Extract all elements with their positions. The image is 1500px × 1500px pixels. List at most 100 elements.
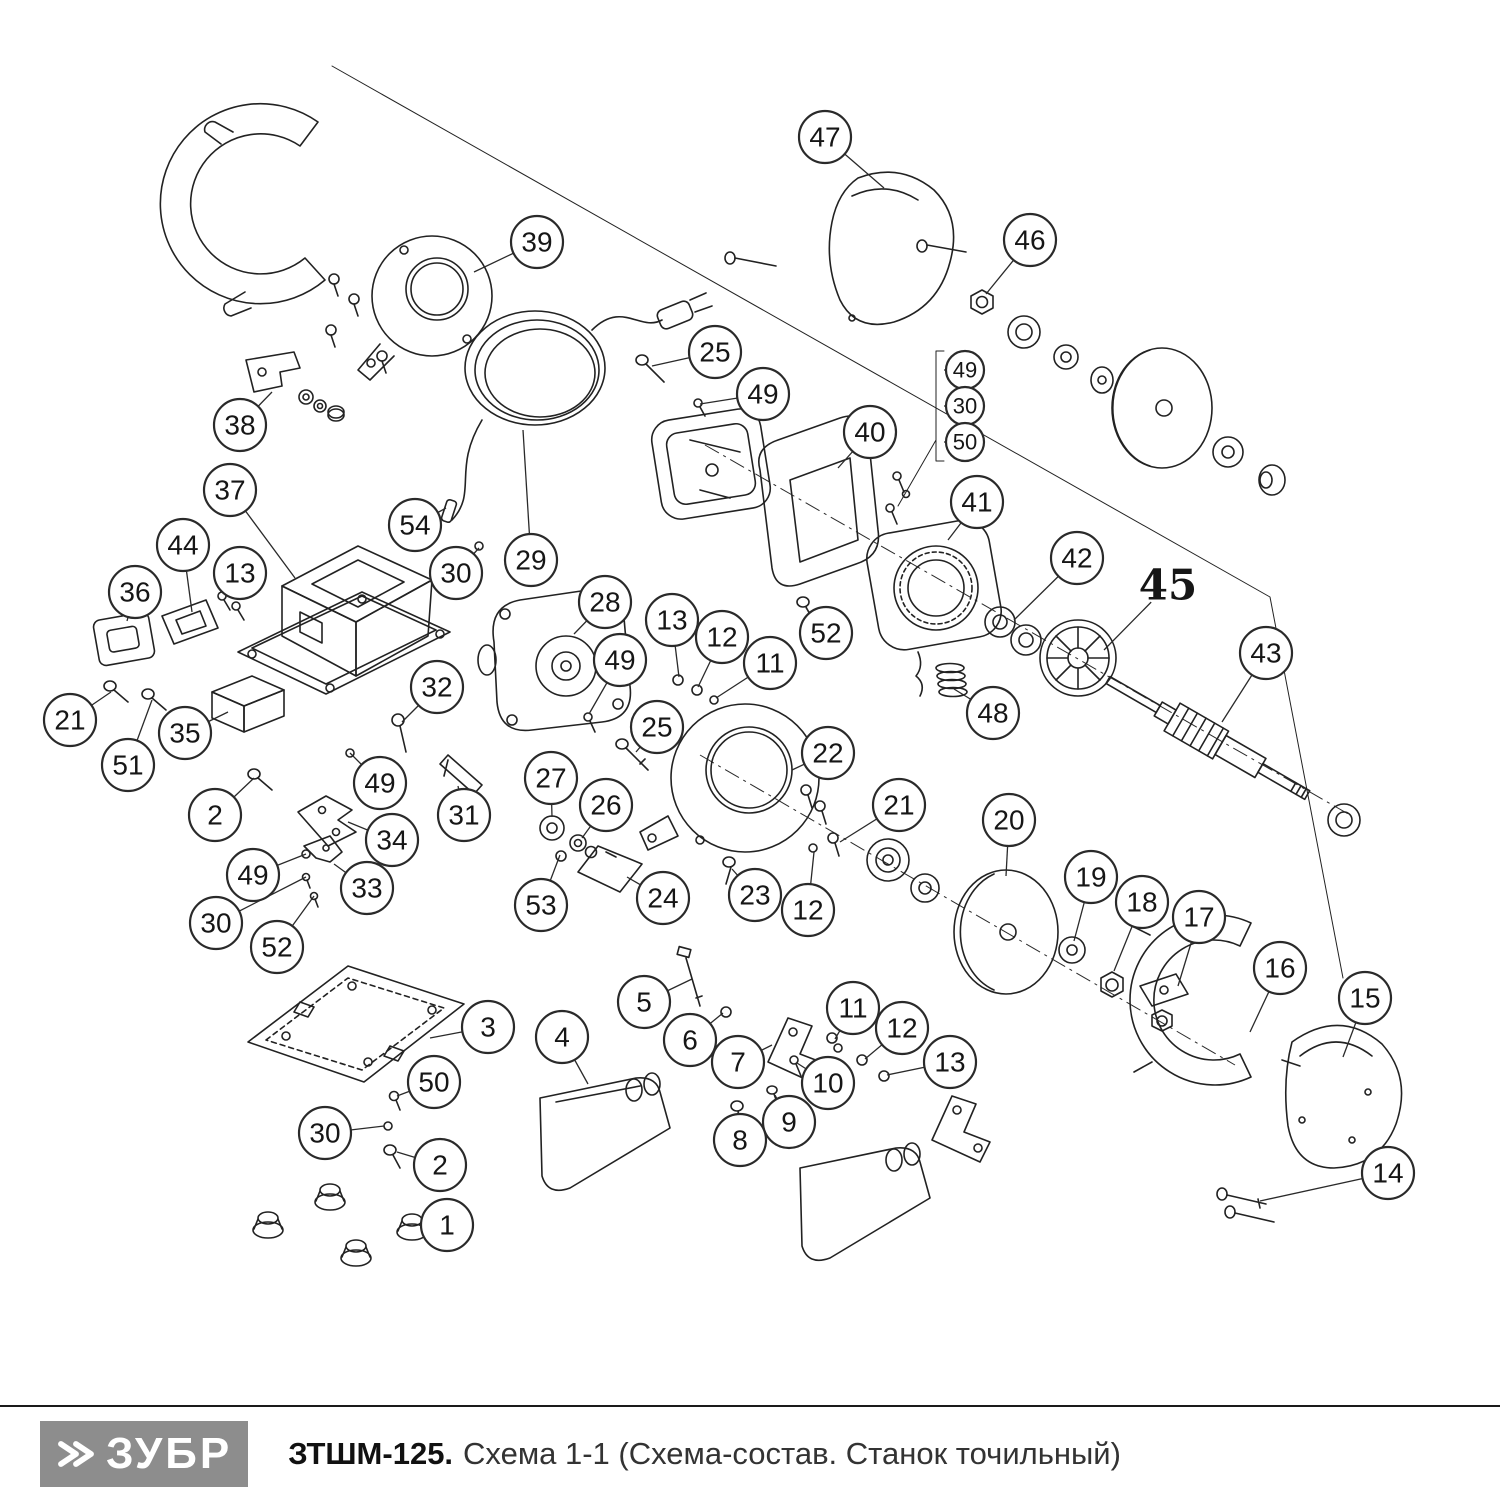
callout-number-17: 17	[1183, 902, 1214, 933]
callout-number-16: 16	[1264, 953, 1295, 984]
part-bracket-17	[1139, 973, 1189, 1032]
callout-balloon-3	[460, 999, 516, 1055]
callout-number-13: 13	[656, 605, 687, 636]
part-nut-12	[856, 1054, 868, 1066]
callout-balloon-8	[712, 1112, 768, 1168]
callout-balloon-15	[1337, 970, 1393, 1026]
callout-balloon-49	[735, 366, 791, 422]
callout-balloon-49	[225, 847, 281, 903]
callout-number-29: 29	[515, 545, 546, 576]
part-capacitor	[211, 675, 285, 733]
part-washer-top-right	[1212, 436, 1244, 468]
callout-number-2: 2	[207, 800, 223, 831]
part-flange-nut-27	[539, 815, 565, 841]
part-eye-shield-right	[799, 1142, 931, 1262]
callout-balloon-50	[944, 421, 986, 463]
part-eye-shield-left	[539, 1072, 671, 1192]
callout-balloon-13	[212, 545, 268, 601]
part-left-guard-band	[159, 102, 326, 317]
callout-balloon-25	[629, 699, 685, 755]
callout-number-45: 45	[1139, 561, 1197, 610]
callout-balloon-24	[635, 870, 691, 926]
callout-number-18: 18	[1126, 887, 1157, 918]
part-washer-6	[720, 1006, 732, 1018]
callout-number-15: 15	[1349, 983, 1380, 1014]
callout-number-11: 11	[838, 993, 867, 1024]
callout-number-26: 26	[590, 790, 621, 821]
callout-number-30: 30	[309, 1118, 340, 1149]
callout-number-6: 6	[682, 1025, 698, 1056]
callout-number-25: 25	[699, 337, 730, 368]
brand-logo: ЗУБР	[40, 1420, 249, 1487]
part-power-plug	[656, 292, 713, 330]
callout-number-49: 49	[364, 768, 395, 799]
exploded-parts	[92, 102, 1403, 1267]
part-screw-51	[141, 688, 167, 711]
part-screws-14	[1216, 1187, 1275, 1223]
part-guard-screws-long	[724, 239, 967, 267]
callout-number-54: 54	[399, 510, 430, 541]
callout-number-31: 31	[448, 800, 479, 831]
part-bearing-right	[1327, 803, 1361, 837]
callout-balloon-16	[1252, 940, 1308, 996]
part-plate-24	[577, 845, 643, 893]
part-stud-31	[439, 754, 483, 795]
callout-balloon-11	[825, 980, 881, 1036]
callout-balloon-26	[578, 777, 634, 833]
callout-balloon-35	[157, 705, 213, 761]
callout-number-34: 34	[376, 825, 407, 856]
callout-number-50: 50	[953, 430, 977, 455]
callout-number-32: 32	[421, 672, 452, 703]
callout-balloon-21	[871, 777, 927, 833]
callout-number-28: 28	[589, 587, 620, 618]
callout-group-bracket	[897, 350, 945, 507]
part-screws-stator-mount	[885, 471, 911, 525]
callout-balloon-54	[387, 497, 443, 553]
callout-number-44: 44	[167, 530, 198, 561]
brand-name: ЗУБР	[106, 1428, 233, 1478]
callout-balloon-12	[874, 1000, 930, 1056]
callout-number-43: 43	[1250, 638, 1281, 669]
callout-balloon-49	[352, 755, 408, 811]
part-nuts-mid	[672, 674, 719, 705]
callout-number-35: 35	[169, 718, 200, 749]
callout-balloon-17	[1171, 889, 1227, 945]
callout-balloon-14	[1360, 1145, 1416, 1201]
part-top-guard-cover	[828, 171, 955, 326]
callout-balloon-32	[409, 659, 465, 715]
callout-balloon-36	[107, 564, 163, 620]
callout-number-38: 38	[224, 410, 255, 441]
part-nut-13	[878, 1070, 890, 1082]
callout-balloon-48	[965, 685, 1021, 741]
callout-balloon-38	[212, 397, 268, 453]
footer: ЗУБР ЗТШМ-125.Схема 1-1 (Схема-состав. С…	[0, 1405, 1500, 1500]
callout-number-8: 8	[732, 1125, 748, 1156]
part-nut-53	[555, 850, 567, 862]
callout-balloon-12	[694, 609, 750, 665]
callout-balloon-39	[509, 214, 565, 270]
callout-number-19: 19	[1075, 862, 1106, 893]
callout-number-21: 21	[54, 705, 85, 736]
callout-balloon-11	[742, 635, 798, 691]
part-nut-46	[970, 289, 994, 315]
callout-number-1: 1	[439, 1210, 455, 1241]
part-power-cord	[440, 292, 713, 551]
callout-balloon-13	[922, 1034, 978, 1090]
callout-number-37: 37	[214, 475, 245, 506]
callout-number-30: 30	[200, 908, 231, 939]
callout-number-12: 12	[886, 1013, 917, 1044]
callout-number-30: 30	[953, 394, 977, 419]
callout-balloon-22	[800, 725, 856, 781]
callout-balloon-47	[797, 109, 853, 165]
callout-number-12: 12	[792, 895, 823, 926]
callout-number-27: 27	[535, 763, 566, 794]
part-washer-stack-right	[1007, 315, 1114, 394]
callout-number-46: 46	[1014, 225, 1045, 256]
callout-balloon-6	[662, 1012, 718, 1068]
callout-balloon-1	[419, 1197, 475, 1253]
callout-number-2: 2	[432, 1150, 448, 1181]
callout-number-42: 42	[1061, 543, 1092, 574]
part-washer-mid-right	[910, 873, 940, 903]
part-screw-25-mid	[615, 738, 649, 771]
